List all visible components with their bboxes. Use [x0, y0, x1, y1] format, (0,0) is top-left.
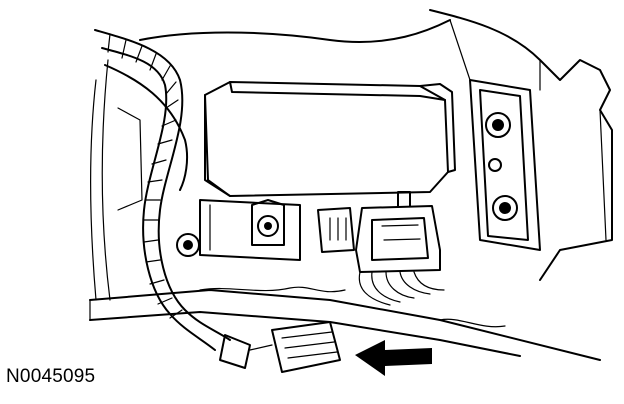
- bracket-bolt-lower: [492, 195, 518, 221]
- module-bolt-center: [251, 199, 285, 246]
- harness-connector: [219, 321, 341, 373]
- restraint-control-module: [199, 81, 456, 261]
- bracket-bolt-upper: [485, 112, 511, 138]
- module-bolt-left: [176, 233, 200, 257]
- connector-wires: [358, 271, 445, 306]
- bracket-hole: [488, 158, 502, 172]
- insulation-strip: [199, 286, 506, 328]
- mounting-bracket: [429, 9, 613, 281]
- small-connector: [317, 207, 355, 253]
- main-electrical-connector: [355, 191, 441, 273]
- figure-id-label: N0045095: [6, 366, 96, 387]
- wiring-harness: [94, 29, 231, 351]
- direction-arrow: [355, 340, 432, 376]
